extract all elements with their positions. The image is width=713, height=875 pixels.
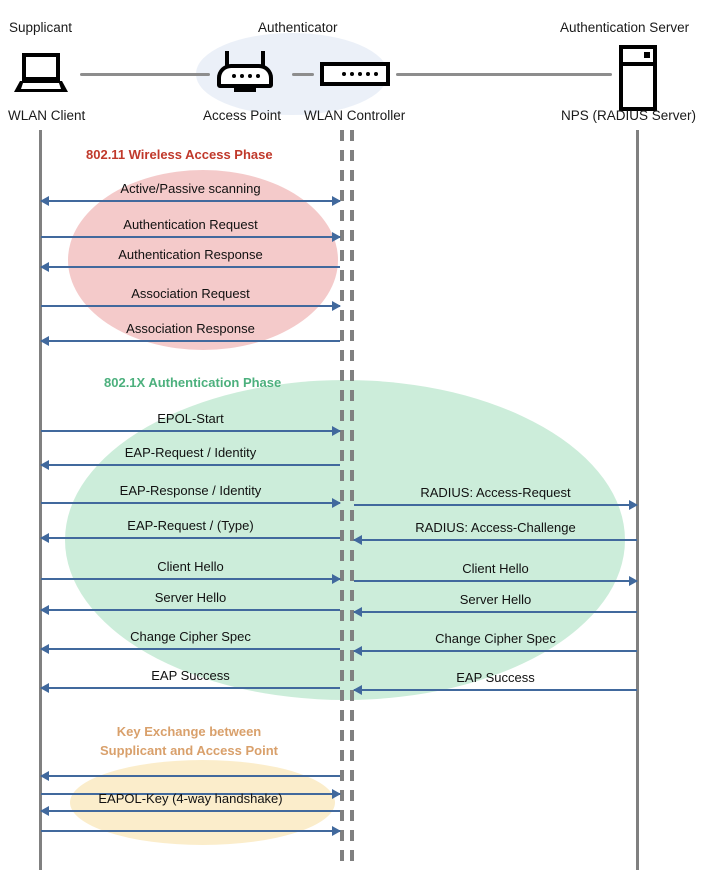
wireless-access-point-icon [217,51,273,93]
message-label: Server Hello [459,592,532,607]
message-line [41,537,340,539]
message-label: EAP-Response / Identity [119,483,262,498]
message-line [41,609,340,611]
message-line [41,793,340,795]
phase-title-keyexchange: Key Exchange between Supplicant and Acce… [96,722,282,760]
message-label: Active/Passive scanning [120,181,261,196]
message-line [41,236,340,238]
actor-device-access-point: Access Point [203,108,282,123]
message-line [41,648,340,650]
message-line [354,539,637,541]
arrowhead-right-icon [332,788,341,799]
arrowhead-right-icon [332,573,341,584]
arrowhead-left-icon [353,534,362,545]
message-line [41,830,340,832]
message-label: EAPOL-Key (4-way handshake) [98,791,283,806]
message-line [41,340,340,342]
arrowhead-left-icon [40,195,49,206]
phase-title-keyexchange-line1: Key Exchange between [116,724,262,739]
message-line [41,305,340,307]
arrowhead-left-icon [353,645,362,656]
message-line [41,775,340,777]
wlan-controller-icon [320,62,390,86]
lifeline-wlan-controller [350,130,354,870]
arrowhead-right-icon [332,195,341,206]
arrowhead-left-icon [40,604,49,615]
message-line [354,611,637,613]
link-client-to-ap [80,73,210,76]
arrowhead-left-icon [40,532,49,543]
message-label: Association Request [131,286,250,301]
arrowhead-left-icon [40,682,49,693]
message-label: EAP Success [151,668,230,683]
message-label: RADIUS: Access-Request [420,485,571,500]
message-label: EPOL-Start [157,411,224,426]
message-line [41,502,340,504]
arrowhead-left-icon [353,684,362,695]
message-line [41,200,340,202]
link-ap-to-controller [292,73,314,76]
message-line [41,810,340,812]
message-label: EAP Success [456,670,535,685]
arrowhead-right-icon [629,575,638,586]
server-icon [619,45,657,111]
arrowhead-right-icon [629,499,638,510]
message-label: Client Hello [462,561,529,576]
arrowhead-left-icon [353,606,362,617]
message-line [41,266,340,268]
message-label: Change Cipher Spec [435,631,556,646]
phase-title-80211: 802.11 Wireless Access Phase [86,147,273,162]
message-label: EAP-Request / Identity [124,445,257,460]
message-label: EAP-Request / (Type) [127,518,254,533]
lifeline-supplicant [39,130,42,870]
message-line [354,650,637,652]
message-label: Server Hello [154,590,227,605]
arrowhead-right-icon [332,300,341,311]
message-label: Client Hello [157,559,224,574]
arrowhead-right-icon [332,825,341,836]
arrowhead-left-icon [40,335,49,346]
arrowhead-left-icon [40,805,49,816]
link-controller-to-server [396,73,612,76]
actor-device-wlan-controller: WLAN Controller [304,108,406,123]
phase-title-keyexchange-line2: Supplicant and Access Point [100,743,278,758]
actor-role-authentication-server: Authentication Server [560,20,690,35]
message-label: Authentication Response [118,247,263,262]
message-label: RADIUS: Access-Challenge [415,520,576,535]
message-line [354,504,637,506]
message-line [41,430,340,432]
message-label: Authentication Request [123,217,258,232]
arrowhead-left-icon [40,261,49,272]
message-line [354,689,637,691]
laptop-icon [14,53,68,93]
actor-role-supplicant: Supplicant [9,20,73,35]
message-label: Association Response [126,321,255,336]
arrowhead-left-icon [40,770,49,781]
arrowhead-right-icon [332,425,341,436]
arrowhead-right-icon [332,497,341,508]
actor-device-wlan-client: WLAN Client [8,108,86,123]
phase-title-8021x: 802.1X Authentication Phase [104,375,282,390]
actor-role-authenticator: Authenticator [258,20,338,35]
arrowhead-left-icon [40,643,49,654]
arrowhead-right-icon [332,231,341,242]
message-line [41,578,340,580]
message-label: Change Cipher Spec [130,629,251,644]
arrowhead-left-icon [40,459,49,470]
actor-device-nps: NPS (RADIUS Server) [561,108,697,123]
message-line [41,687,340,689]
message-line [41,464,340,466]
lifeline-access-point [340,130,344,870]
message-line [354,580,637,582]
